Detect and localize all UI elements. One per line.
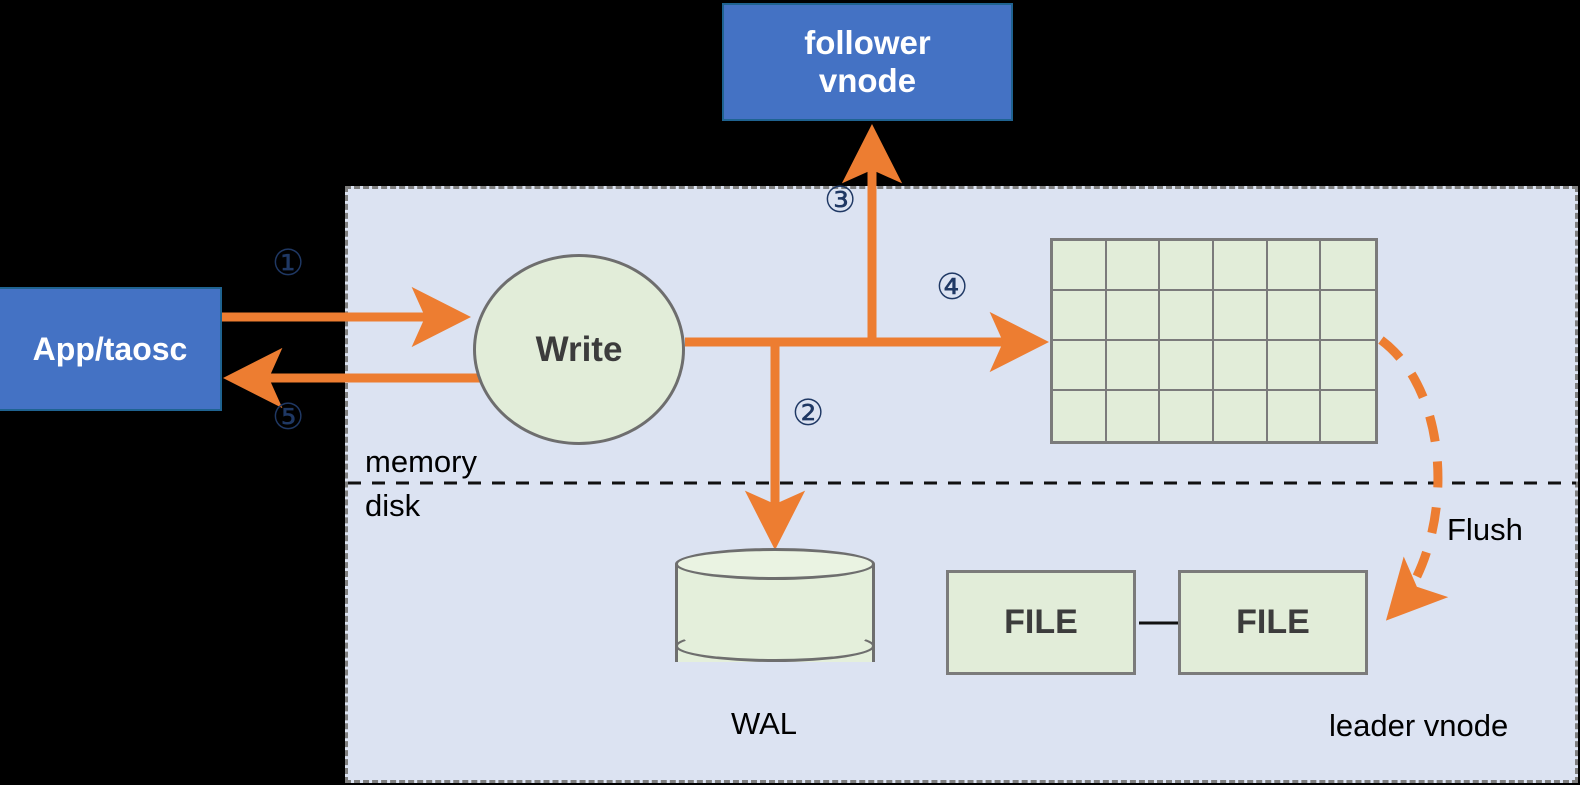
table-cell: [1053, 291, 1107, 341]
wal-cylinder[interactable]: [675, 548, 875, 678]
step-number-4: ④: [936, 267, 969, 308]
table-cell: [1321, 241, 1375, 291]
cylinder-bottom-ellipse: [675, 630, 875, 662]
app-taosc-label: App/taosc: [32, 330, 188, 367]
memory-label: memory: [365, 444, 477, 479]
follower-vnode-box[interactable]: follower vnode: [722, 3, 1013, 121]
follower-vnode-label-line1: follower: [804, 24, 931, 62]
memory-table-grid[interactable]: [1050, 238, 1378, 444]
table-cell: [1214, 391, 1268, 441]
table-cell: [1214, 341, 1268, 391]
app-taosc-box[interactable]: App/taosc: [0, 287, 222, 411]
follower-vnode-label-line2: vnode: [818, 62, 917, 99]
file-box-2-label: FILE: [1236, 603, 1310, 641]
table-cell: [1321, 391, 1375, 441]
file-box-1[interactable]: FILE: [946, 570, 1136, 675]
table-cell: [1053, 391, 1107, 441]
step-number-5: ⑤: [272, 397, 305, 438]
table-cell: [1267, 241, 1322, 291]
wal-label: WAL: [731, 706, 798, 741]
table-cell: [1160, 391, 1214, 441]
table-cell: [1214, 241, 1268, 291]
step-number-2: ②: [792, 393, 825, 434]
table-cell: [1106, 241, 1161, 291]
step-number-3: ③: [824, 180, 857, 221]
table-cell: [1321, 341, 1375, 391]
table-cell: [1160, 291, 1214, 341]
leader-vnode-label: leader vnode: [1329, 708, 1509, 743]
table-cell: [1214, 291, 1268, 341]
table-cell: [1268, 391, 1322, 441]
file-box-2[interactable]: FILE: [1178, 570, 1368, 675]
table-cell: [1267, 341, 1322, 391]
disk-label: disk: [365, 488, 421, 523]
table-cell: [1053, 341, 1107, 391]
table-cell: [1160, 241, 1214, 291]
cylinder-top-ellipse: [675, 548, 875, 580]
table-cell: [1106, 291, 1161, 341]
table-cell: [1106, 341, 1161, 391]
table-cell: [1160, 341, 1214, 391]
write-node[interactable]: Write: [473, 254, 685, 445]
flush-label: Flush: [1447, 512, 1523, 547]
table-cell: [1053, 241, 1107, 291]
step-number-1: ①: [272, 243, 305, 284]
table-cell: [1107, 391, 1161, 441]
file-box-1-label: FILE: [1004, 603, 1078, 641]
table-cell: [1321, 291, 1375, 341]
table-cell: [1267, 291, 1322, 341]
arrow-flush-curve: [1378, 336, 1449, 621]
write-label: Write: [535, 329, 623, 369]
